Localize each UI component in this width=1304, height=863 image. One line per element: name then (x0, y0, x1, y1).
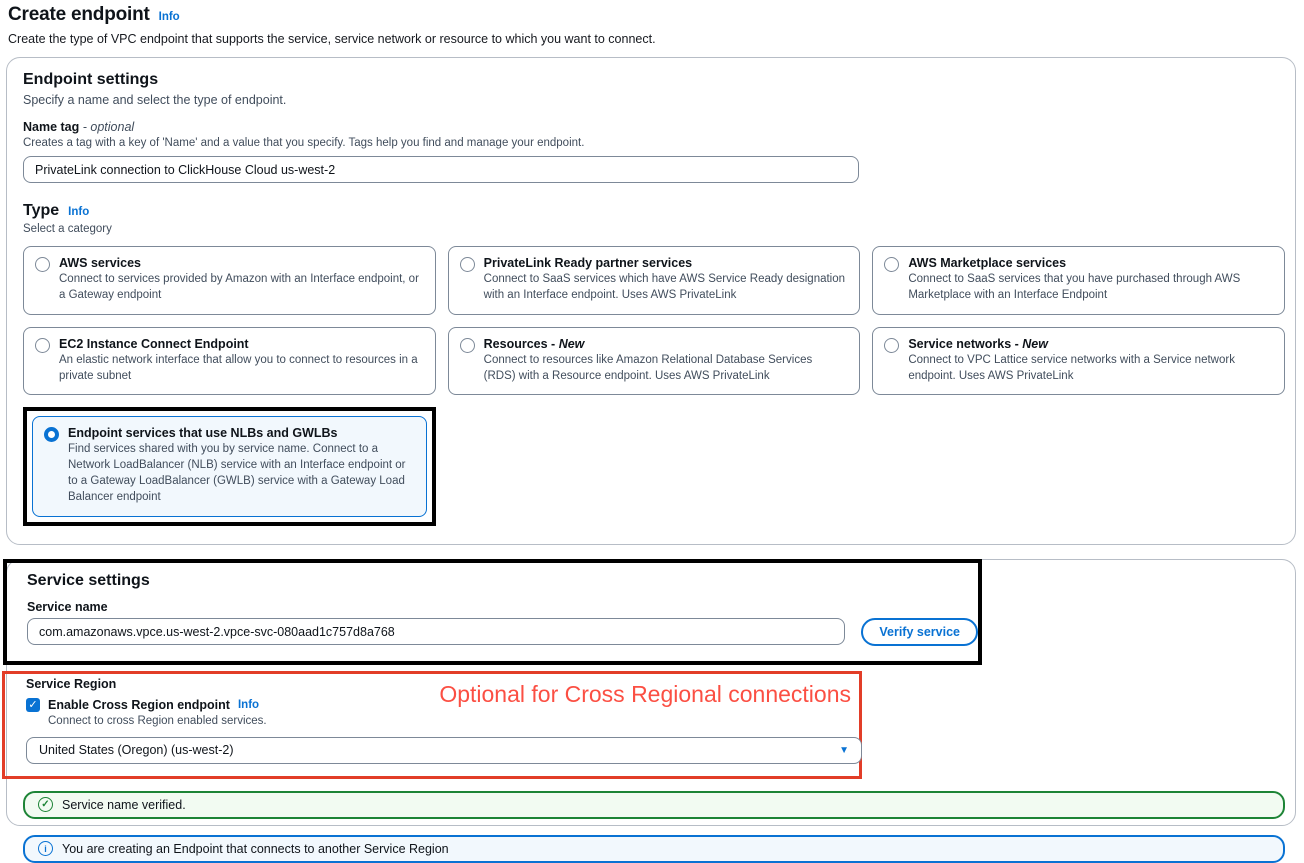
radio-button-icon[interactable] (35, 257, 50, 272)
option-description: Connect to resources like Amazon Relatio… (483, 353, 813, 382)
annotation-box-service-settings: Service settings Service name Verify ser… (3, 558, 982, 665)
option-description: Connect to VPC Lattice service networks … (908, 353, 1235, 382)
radio-button-icon[interactable] (884, 257, 900, 272)
option-resources[interactable]: Resources - New Connect to resources lik… (447, 326, 861, 396)
radio-button-icon[interactable] (459, 257, 475, 272)
type-info-link[interactable]: Info (68, 206, 90, 218)
checkbox-checked-icon[interactable]: ✓ (26, 697, 40, 712)
option-title: AWS services (59, 256, 141, 270)
region-selected-value: United States (Oregon) (us-west-2) (39, 743, 234, 758)
endpoint-settings-card: Endpoint settings Specify a name and sel… (6, 57, 1296, 545)
chevron-down-icon: ▼ (839, 744, 849, 756)
cross-region-checkbox-row: ✓ Enable Cross Region endpoint Info (26, 697, 859, 712)
name-tag-label: Name tag - optional (23, 120, 135, 134)
type-header: Type Info (23, 202, 1279, 220)
cross-region-checkbox-label[interactable]: Enable Cross Region endpoint (48, 697, 230, 712)
new-badge: New (1022, 336, 1048, 351)
option-title: EC2 Instance Connect Endpoint (59, 336, 249, 351)
radio-button-icon[interactable] (884, 337, 900, 353)
cross-region-notice-text: You are creating an Endpoint that connec… (62, 841, 449, 856)
cross-region-info-link[interactable]: Info (237, 698, 260, 711)
option-privatelink-partner-services[interactable]: PrivateLink Ready partner services Conne… (447, 246, 861, 315)
verify-service-button[interactable]: Verify service (861, 617, 978, 646)
check-circle-icon: ✓ (38, 797, 53, 813)
type-heading: Type (23, 202, 60, 219)
page-title: Create endpoint (8, 4, 150, 25)
option-service-networks[interactable]: Service networks - New Connect to VPC La… (872, 326, 1285, 396)
annotation-box-selected-option: Endpoint services that use NLBs and GWLB… (23, 407, 436, 526)
annotation-cross-region-note: Optional for Cross Regional connections (439, 680, 851, 707)
option-description: Connect to SaaS services that you have p… (908, 273, 1241, 301)
option-title: Endpoint services that use NLBs and GWLB… (68, 426, 338, 441)
option-description: Find services shared with you by service… (68, 443, 406, 504)
name-tag-optional: - optional (82, 120, 135, 134)
radio-button-icon[interactable] (459, 337, 475, 353)
service-name-label: Service name (27, 599, 108, 614)
page-info-link[interactable]: Info (158, 11, 180, 23)
create-endpoint-page: Create endpoint Info Create the type of … (2, 4, 1296, 863)
radio-button-icon[interactable] (35, 337, 50, 353)
type-subtitle: Select a category (23, 223, 112, 235)
service-verified-alert: ✓ Service name verified. (23, 790, 1285, 819)
service-settings-heading: Service settings (27, 571, 150, 589)
page-description: Create the type of VPC endpoint that sup… (8, 32, 656, 46)
info-circle-icon: i (38, 841, 53, 857)
name-tag-input[interactable] (23, 156, 859, 183)
endpoint-settings-heading: Endpoint settings (23, 71, 159, 88)
service-name-row: Verify service (27, 617, 978, 646)
annotation-box-service-region: Service Region ✓ Enable Cross Region end… (2, 670, 862, 779)
option-aws-services[interactable]: AWS services Connect to services provide… (23, 246, 436, 315)
new-badge: New (558, 336, 585, 351)
option-ec2-instance-connect[interactable]: EC2 Instance Connect Endpoint An elastic… (23, 326, 436, 396)
option-description: An elastic network interface that allow … (59, 353, 418, 382)
page-header: Create endpoint Info (6, 4, 1296, 26)
option-description: Connect to services provided by Amazon w… (59, 273, 419, 301)
option-title: PrivateLink Ready partner services (483, 256, 693, 270)
option-endpoint-services-nlb-gwlb[interactable]: Endpoint services that use NLBs and GWLB… (32, 416, 427, 517)
service-region-label: Service Region (26, 676, 117, 691)
cross-region-notice-alert: i You are creating an Endpoint that conn… (23, 834, 1285, 863)
name-tag-help: Creates a tag with a key of 'Name' and a… (23, 137, 585, 149)
service-verified-text: Service name verified. (62, 797, 186, 812)
option-aws-marketplace-services[interactable]: AWS Marketplace services Connect to SaaS… (872, 246, 1285, 315)
service-settings-card: Service settings Service name Verify ser… (2, 558, 1296, 863)
option-title: Service networks - New (908, 336, 1048, 351)
option-title: Resources - New (483, 336, 585, 351)
endpoint-type-options: AWS services Connect to services provide… (23, 246, 1285, 526)
endpoint-settings-subtitle: Specify a name and select the type of en… (23, 93, 287, 107)
service-name-input[interactable] (27, 618, 846, 646)
region-select-dropdown[interactable]: United States (Oregon) (us-west-2) ▼ (26, 736, 862, 764)
option-description: Connect to SaaS services which have AWS … (483, 273, 846, 301)
option-title: AWS Marketplace services (908, 256, 1067, 270)
radio-button-selected-icon[interactable] (44, 427, 59, 443)
